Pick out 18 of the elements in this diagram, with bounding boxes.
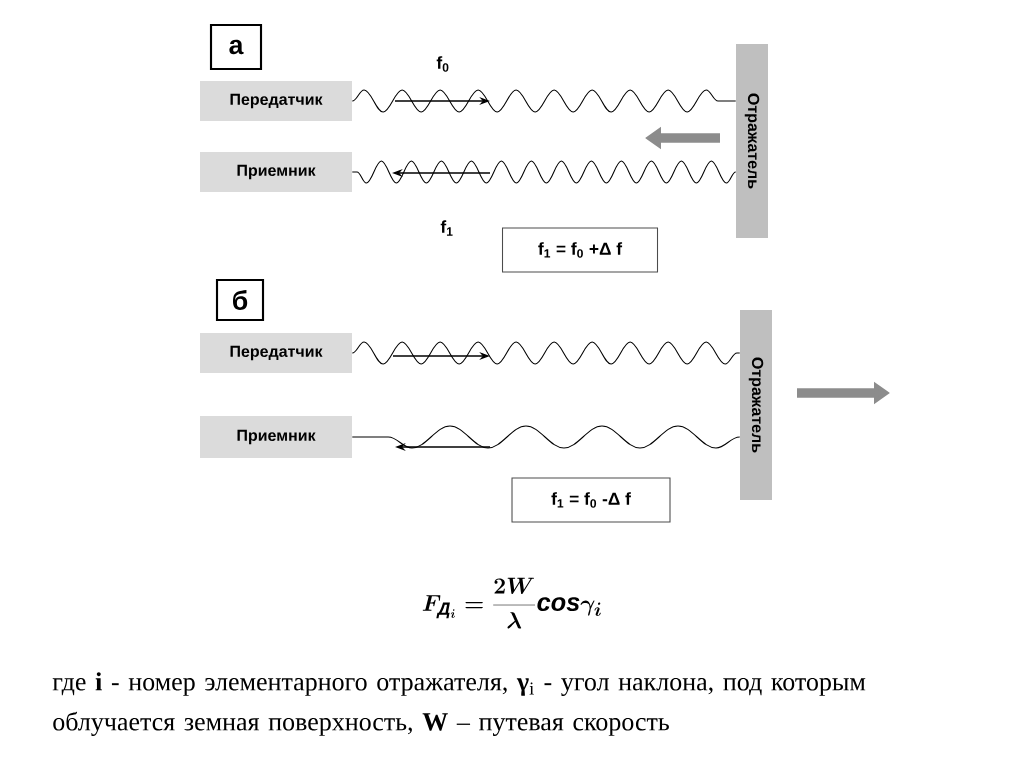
panel-letter-box: а	[209, 23, 263, 71]
doppler-formula: $F_{\mathit{Д}_{i}}=\frac{2W}{\lambda}\mathit{cos}\gamma_{i}$	[422, 577, 601, 629]
device-label: Передатчик	[200, 333, 352, 373]
formula-box: f$_{1}$ = f$_{0}$ -Δ f	[511, 477, 671, 523]
device-label: Приемник	[200, 152, 352, 192]
wave-line	[351, 425, 741, 449]
device-label: Передатчик	[200, 81, 352, 121]
wave-line	[351, 341, 741, 365]
reflector-bar: Отражатель	[736, 44, 768, 238]
wave-line	[351, 89, 737, 113]
frequency-label: f$_{0}$	[436, 56, 449, 72]
reflector-bar: Отражатель	[740, 310, 772, 500]
frequency-label: f$_{1}$	[440, 220, 453, 236]
wave-line	[351, 160, 737, 184]
device-label: Приемник	[200, 416, 352, 458]
explanation-text: где i - номер элементарного отражателя, γ$_{i}$ - угол наклона, под которым облучается земная поверхность, W – путевая скорость	[52, 672, 866, 736]
formula-box: f$_{1}$ = f$_{0}$ +Δ f	[501, 227, 659, 273]
panel-letter-box: б	[215, 278, 265, 322]
